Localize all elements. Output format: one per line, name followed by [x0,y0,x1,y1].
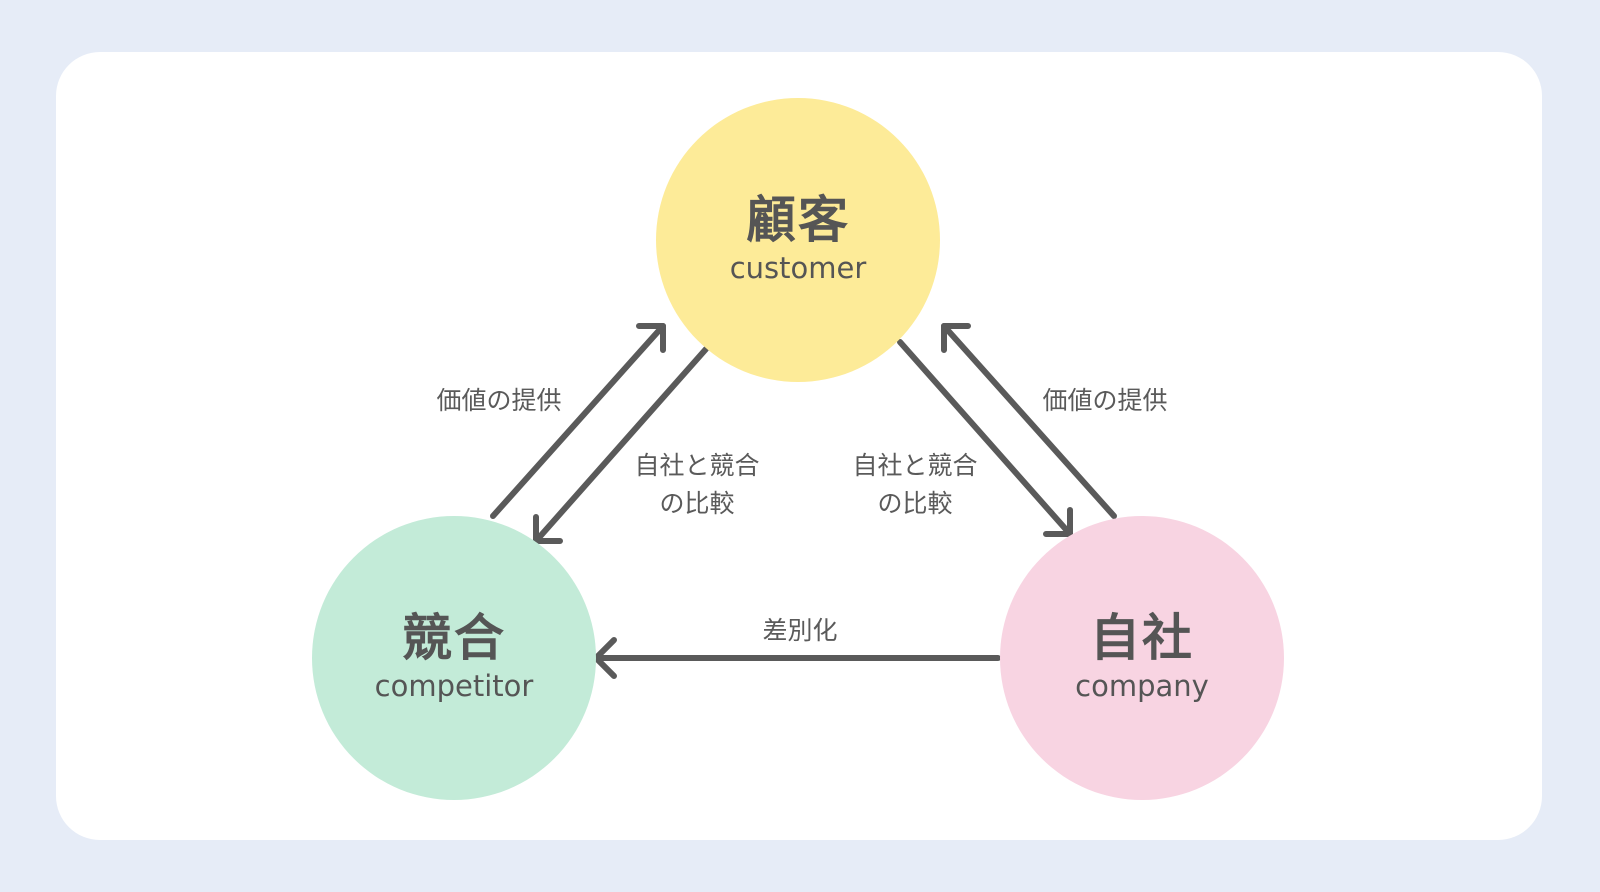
edge-label-customer-to-company-line1: 自社と競合 [852,451,978,480]
edge-label-company-to-competitor: 差別化 [762,616,838,645]
edge-label-customer-to-competitor-line1: 自社と競合 [634,451,760,480]
node-company: 自社 company [1000,516,1284,800]
edge-label-customer-to-company: 自社と競合 の比較 [840,447,990,523]
edge-label-company-to-customer: 価値の提供 [1042,386,1168,415]
node-competitor-jp: 競合 [402,609,506,668]
node-competitor-en: competitor [374,669,534,704]
node-customer-en: customer [729,251,867,286]
node-company-jp: 自社 [1090,609,1194,668]
edge-label-customer-to-competitor-line2: の比較 [659,489,735,518]
edge-label-competitor-to-customer: 価値の提供 [436,386,562,415]
node-company-en: company [1075,669,1209,704]
edge-label-customer-to-company-line2: の比較 [877,489,953,518]
edge-label-customer-to-competitor: 自社と競合 の比較 [622,447,772,523]
node-customer-jp: 顧客 [746,191,850,250]
node-competitor: 競合 competitor [312,516,596,800]
node-customer: 顧客 customer [656,98,940,382]
